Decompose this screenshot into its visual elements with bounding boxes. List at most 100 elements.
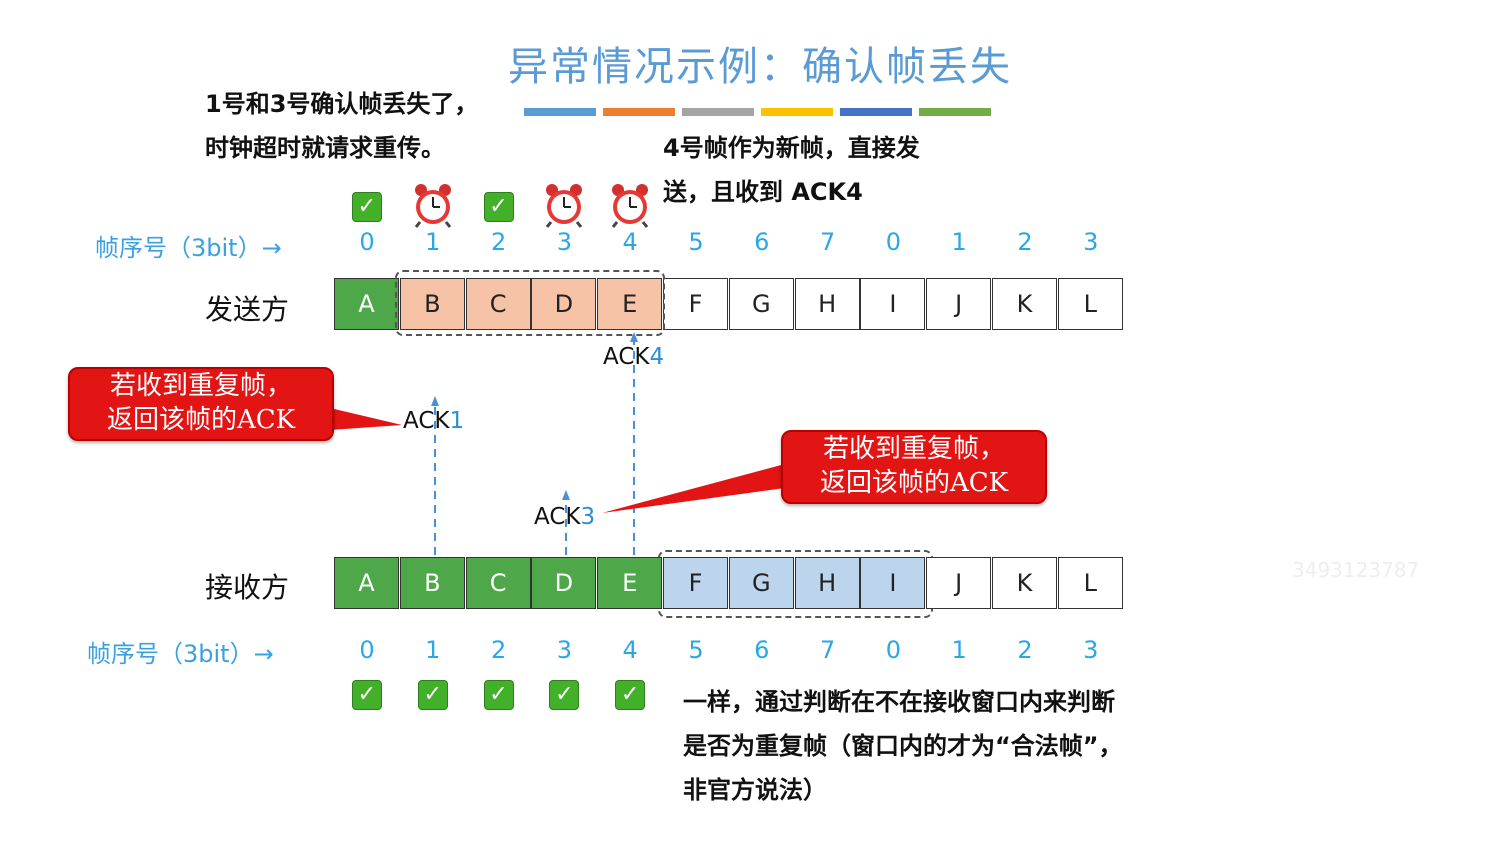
seq-number: 0 [359, 636, 375, 664]
seq-number: 0 [885, 228, 902, 256]
receiver-frame: C [465, 557, 531, 609]
ack3-arrowhead [562, 490, 570, 500]
note-line: 时钟超时就请求重传。 [205, 134, 445, 162]
note-lost-acks: 1号和3号确认帧丢失了， 时钟超时就请求重传。 [205, 82, 478, 170]
color-bar-segment [524, 108, 596, 116]
sender-frame: A [334, 278, 399, 330]
ack-number: 1 [449, 408, 465, 434]
callout-line: 若收到重复帧， [822, 434, 1005, 464]
callout-left-tail [330, 408, 402, 430]
watermark: 3493123787 [1292, 558, 1420, 582]
seq-number: 1 [951, 228, 967, 256]
note-line: 是否为重复帧（窗口内的才为“合法帧”， [683, 732, 1123, 760]
ack4-arrowhead [630, 332, 638, 342]
receiver-frame: J [926, 557, 992, 609]
ack-number: 4 [649, 344, 665, 370]
check-icon: ✓ [549, 680, 580, 710]
check-icon: ✓ [351, 680, 382, 710]
color-bar-segment [761, 108, 833, 116]
ack-prefix: ACK [603, 344, 650, 370]
color-bar-segment [840, 108, 912, 116]
ack-number: 3 [580, 504, 596, 530]
color-bar-segment [919, 108, 991, 116]
check-icon: ✓ [615, 680, 646, 710]
seq-number: 7 [819, 636, 836, 664]
ack1-arrowhead [431, 396, 439, 406]
note-line: 1号和3号确认帧丢失了， [205, 90, 479, 118]
seq-number: 6 [754, 228, 770, 256]
alarm-clock-icon [410, 182, 456, 232]
seq-number: 2 [1017, 636, 1033, 664]
callout-right-tail [602, 464, 785, 513]
seq-number: 3 [556, 228, 573, 256]
receiver-frame: F [663, 557, 728, 609]
sender-frame: J [926, 278, 992, 330]
note-line: 4号帧作为新帧，直接发 [663, 134, 920, 162]
check-icon: ✓ [351, 192, 382, 222]
seq-number: 0 [885, 636, 902, 664]
receiver-frame: A [334, 557, 399, 609]
receiver-frame: D [531, 557, 597, 609]
callout-line: 返回该帧的ACK [106, 405, 296, 435]
seq-number: 4 [622, 636, 638, 664]
sender-frame: G [728, 278, 794, 330]
note-new-frame: 4号帧作为新帧，直接发 送，且收到 ACK4 [663, 126, 920, 214]
page-title: 异常情况示例：确认帧丢失 [508, 44, 1012, 90]
check-icon: ✓ [483, 680, 514, 710]
seq-number: 0 [359, 228, 375, 256]
sender-frame: K [992, 278, 1057, 330]
ack4-label: ACK4 [603, 344, 664, 370]
seq-number: 4 [622, 228, 638, 256]
ack3-label: ACK3 [534, 504, 595, 530]
callout-duplicate-left: 若收到重复帧， 返回该帧的ACK [68, 367, 334, 441]
seq-number: 1 [425, 636, 441, 664]
seq-number: 5 [688, 636, 704, 664]
sender-window [395, 270, 665, 336]
sender-frame: B [399, 278, 465, 330]
alarm-clock-icon [541, 182, 587, 232]
receiver-frame: L [1057, 557, 1123, 609]
callout-line: 若收到重复帧， [109, 371, 292, 401]
sender-frame: I [860, 278, 926, 330]
callout-line: 返回该帧的ACK [819, 468, 1009, 498]
sender-frame: L [1057, 278, 1123, 330]
color-bar-segment [603, 108, 675, 116]
ack-prefix: ACK [534, 504, 581, 530]
receiver-frame: E [597, 557, 663, 609]
seq-number: 2 [490, 228, 507, 256]
seq-number: 3 [1083, 636, 1099, 664]
seq-number: 1 [951, 636, 967, 664]
seq-label-bottom: 帧序号（3bit）→ [87, 640, 274, 668]
receiver-frame: B [399, 557, 465, 609]
seq-label-top: 帧序号（3bit）→ [95, 234, 282, 262]
seq-number: 3 [556, 636, 573, 664]
receiver-label: 接收方 [205, 571, 290, 604]
sender-label: 发送方 [205, 293, 290, 326]
note-duplicate-check: 一样，通过判断在不在接收窗口内来判断 是否为重复帧（窗口内的才为“合法帧”， 非… [683, 680, 1123, 812]
seq-number: 7 [819, 228, 836, 256]
seq-number: 3 [1083, 228, 1099, 256]
callout-duplicate-right: 若收到重复帧， 返回该帧的ACK [781, 430, 1047, 504]
seq-number: 2 [490, 636, 507, 664]
check-icon: ✓ [483, 192, 514, 222]
receiver-frame: G [728, 557, 794, 609]
receiver-frame: I [860, 557, 926, 609]
seq-number: 5 [688, 228, 704, 256]
sender-frame: F [663, 278, 728, 330]
alarm-clock-icon [607, 182, 653, 232]
note-line: 送，且收到 ACK4 [663, 178, 863, 206]
color-bar-segment [682, 108, 754, 116]
sender-frame: D [531, 278, 597, 330]
check-icon: ✓ [417, 680, 448, 710]
seq-number: 2 [1017, 228, 1033, 256]
receiver-frame: K [992, 557, 1057, 609]
sender-frame: E [597, 278, 663, 330]
note-line: 一样，通过判断在不在接收窗口内来判断 [683, 688, 1115, 716]
ack-prefix: ACK [403, 408, 450, 434]
sender-frame: H [794, 278, 860, 330]
seq-number: 6 [754, 636, 770, 664]
seq-number: 1 [425, 228, 441, 256]
note-line: 非官方说法） [683, 776, 827, 804]
receiver-frame: H [794, 557, 860, 609]
